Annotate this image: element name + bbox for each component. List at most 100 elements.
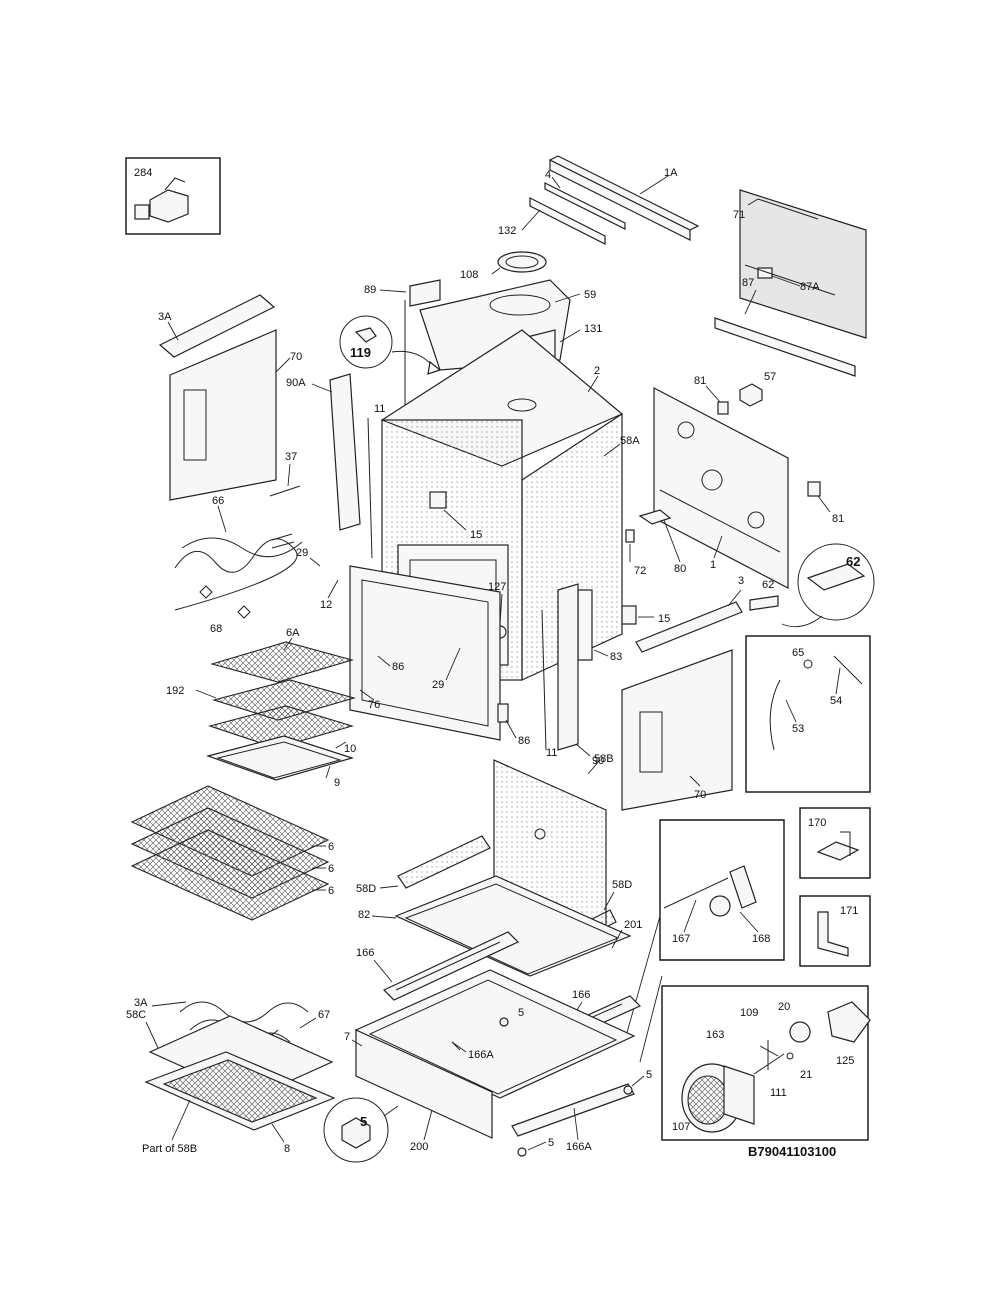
inset-box-171	[799, 895, 871, 967]
broil-pan-9	[205, 735, 355, 781]
label-58A: 58A	[620, 435, 640, 447]
label-15-a: 15	[470, 529, 482, 541]
label-166-a: 166	[356, 947, 374, 959]
label-201: 201	[624, 919, 642, 931]
label-3A-b: 3A	[134, 997, 148, 1009]
label-6-a: 6	[328, 841, 334, 853]
label-37: 37	[285, 451, 297, 463]
label-59: 59	[584, 289, 596, 301]
label-163: 163	[706, 1029, 724, 1041]
label-54: 54	[830, 695, 842, 707]
label-53: 53	[792, 723, 804, 735]
broil-pan-insert-10	[208, 705, 354, 749]
label-1A: 1A	[664, 167, 678, 179]
side-panel-70-left	[158, 294, 277, 501]
label-76: 76	[368, 699, 380, 711]
side-strip-90A	[329, 373, 361, 531]
label-108: 108	[460, 269, 478, 281]
label-67: 67	[318, 1009, 330, 1021]
rear-frame-1	[653, 387, 789, 589]
label-6-c: 6	[328, 885, 334, 897]
clip-81-a	[717, 401, 729, 415]
rack-6-stack	[130, 785, 330, 921]
label-71: 71	[733, 209, 745, 221]
label-8: 8	[284, 1143, 290, 1155]
side-panel-70-right	[621, 601, 743, 811]
label-part-of-58B: Part of 58B	[142, 1143, 197, 1155]
clip-68	[199, 585, 251, 619]
top-strip-4	[544, 182, 626, 230]
inset-box-convection-motor	[661, 985, 871, 1141]
bracket-89	[404, 279, 441, 420]
label-58B: 58B	[594, 753, 614, 765]
inset-box-53-54-65	[745, 635, 871, 793]
drawer-slide-166-a	[382, 931, 520, 1001]
label-10: 10	[344, 743, 356, 755]
bracket-132	[529, 197, 606, 245]
label-15-b: 15	[658, 613, 670, 625]
label-29-a: 29	[296, 547, 308, 559]
sensor-72	[625, 529, 635, 543]
inset-circle-62	[781, 543, 875, 628]
label-11-top: 11	[374, 403, 385, 415]
label-3A-top: 3A	[158, 311, 172, 323]
label-89: 89	[364, 284, 376, 296]
label-82: 82	[358, 909, 370, 921]
label-80: 80	[674, 563, 686, 575]
label-3: 3	[738, 575, 744, 587]
label-119: 119	[350, 345, 371, 360]
bracket-57	[739, 383, 763, 407]
door-frame-76	[349, 565, 501, 741]
label-4: 4	[545, 169, 551, 181]
rack-6A	[209, 641, 355, 683]
label-171: 171	[840, 905, 858, 917]
inset-box-170	[799, 807, 871, 879]
rear-panel-71	[714, 189, 867, 377]
insulation-58D-a	[397, 835, 491, 889]
label-1: 1	[710, 559, 716, 571]
label-170: 170	[808, 817, 826, 829]
label-7: 7	[344, 1031, 350, 1043]
inset-box-284	[125, 157, 221, 235]
label-20: 20	[778, 1001, 790, 1013]
side-strip-11-top	[367, 417, 373, 559]
drawer-frame-200	[354, 969, 636, 1139]
label-11-b: 11	[546, 747, 557, 759]
label-72: 72	[634, 565, 646, 577]
clip-81-b	[807, 481, 821, 497]
label-192: 192	[166, 685, 184, 697]
side-strip-90	[541, 583, 579, 751]
broil-element-66	[174, 533, 303, 611]
label-90: 90	[592, 755, 604, 767]
label-21: 21	[800, 1069, 812, 1081]
label-5-c: 5	[548, 1137, 554, 1149]
label-2: 2	[594, 365, 600, 377]
label-12: 12	[320, 599, 332, 611]
label-57: 57	[764, 371, 776, 383]
label-167: 167	[672, 933, 690, 945]
label-70-b: 70	[694, 789, 706, 801]
drawer-slide-166A-b	[511, 1083, 635, 1137]
label-200: 200	[410, 1141, 428, 1153]
label-29-b: 29	[432, 679, 444, 691]
terminal-block-62	[749, 595, 779, 611]
label-125: 125	[836, 1055, 854, 1067]
label-58D-a: 58D	[356, 883, 376, 895]
inset-circle-119	[339, 315, 442, 375]
label-83: 83	[610, 651, 622, 663]
drawing-code: B79041103100	[748, 1144, 836, 1159]
hinge-86-b	[497, 703, 509, 723]
label-284: 284	[134, 167, 152, 179]
label-9: 9	[334, 777, 340, 789]
label-81-a: 81	[694, 375, 706, 387]
hinge-83	[577, 589, 593, 661]
screw-5-a	[499, 1017, 509, 1027]
label-109: 109	[740, 1007, 758, 1019]
label-132: 132	[498, 225, 516, 237]
label-5-b: 5	[646, 1069, 652, 1081]
label-5-a: 5	[518, 1007, 524, 1019]
label-166A-a: 166A	[468, 1049, 494, 1061]
label-86-b: 86	[518, 735, 530, 747]
label-87: 87	[742, 277, 754, 289]
